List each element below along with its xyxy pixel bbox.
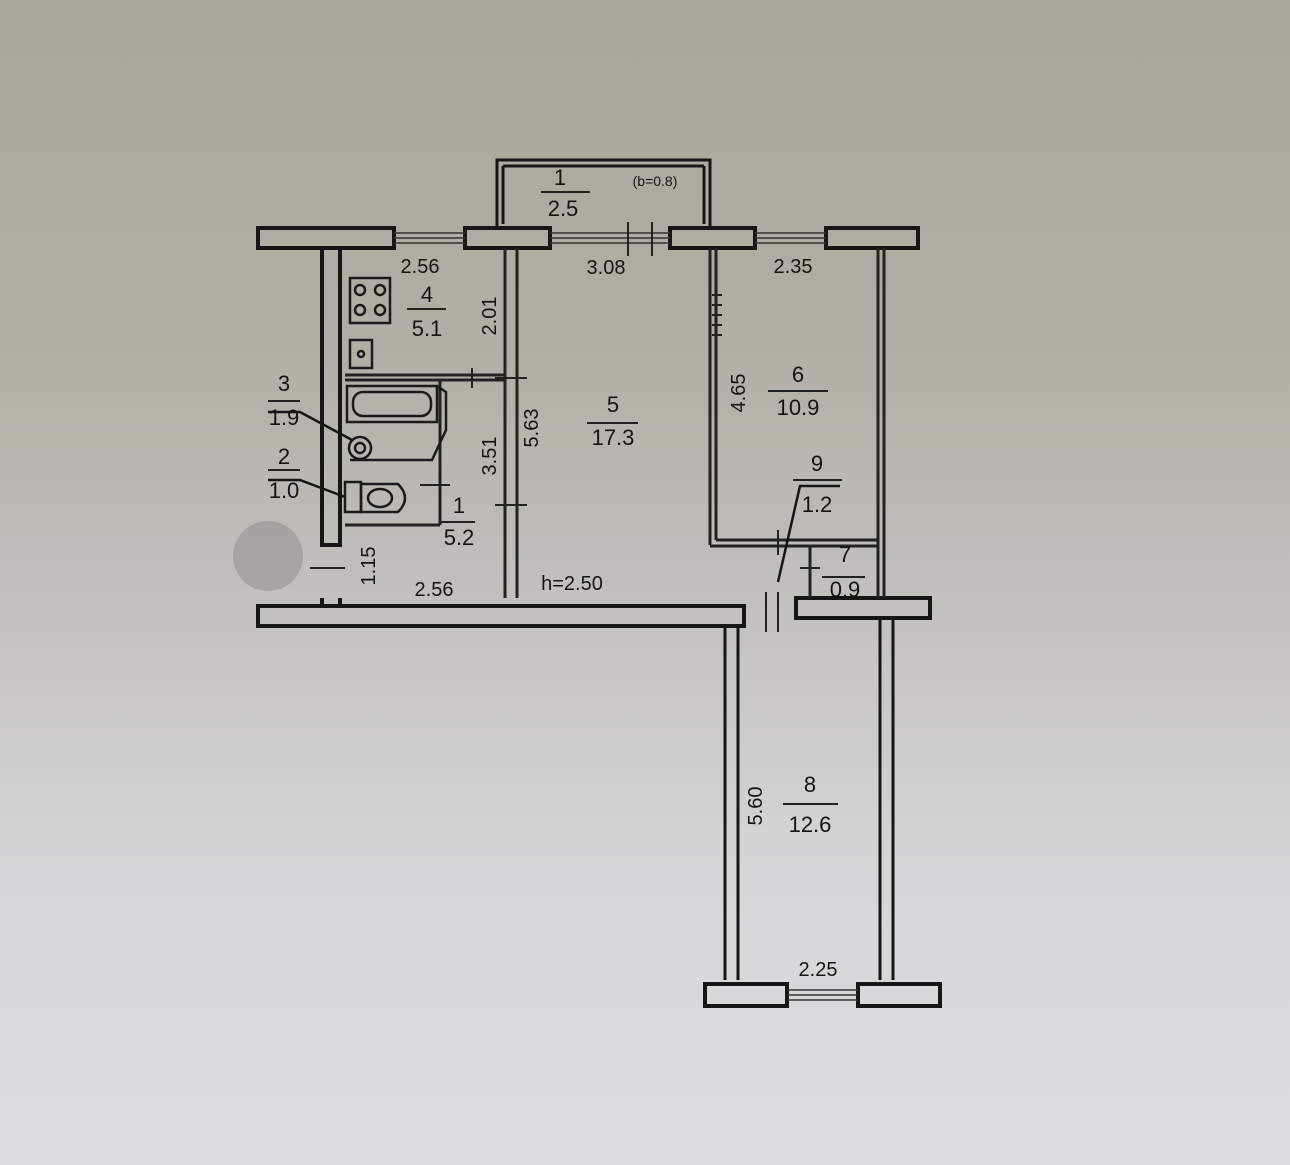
bottom-exterior-wall xyxy=(256,592,932,632)
balcony-area: 2.5 xyxy=(548,196,579,221)
room-7-area: 0.9 xyxy=(830,577,861,602)
room-9-leader xyxy=(776,484,840,583)
dim-bedroom8-width: 2.25 xyxy=(799,959,838,981)
bathtub-icon xyxy=(345,384,448,462)
entry-marker xyxy=(233,521,303,591)
interior-partitions xyxy=(345,248,886,598)
dim-hall-width: 2.56 xyxy=(415,579,454,601)
room-5-area: 17.3 xyxy=(592,425,635,450)
washbasin-icon xyxy=(347,435,373,461)
dim-bedroom6-depth: 4.65 xyxy=(728,374,750,413)
dim-kitchen-depth: 2.01 xyxy=(479,297,501,336)
dim-living-depth: 5.63 xyxy=(521,409,543,448)
room-2-number: 2 xyxy=(278,444,290,469)
dim-entry-depth: 1.15 xyxy=(358,547,380,586)
room-1-number: 1 xyxy=(453,493,465,518)
room-8-area: 12.6 xyxy=(789,812,832,837)
balcony-number: 1 xyxy=(554,165,566,190)
room-5-number: 5 xyxy=(607,392,619,417)
room-4-number: 4 xyxy=(421,282,433,307)
room-7-number: 7 xyxy=(839,542,851,567)
room-9-number: 9 xyxy=(811,451,823,476)
room-9-area: 1.2 xyxy=(802,492,833,517)
room-2-leader xyxy=(268,478,346,499)
dim-bedroom6-width: 2.35 xyxy=(774,256,813,278)
room-3-leader xyxy=(268,410,353,442)
dim-hall-depth: 3.51 xyxy=(479,437,501,476)
dim-kitchen-width: 2.56 xyxy=(401,256,440,278)
room-6-number: 6 xyxy=(792,362,804,387)
room-3-number: 3 xyxy=(278,371,290,396)
bedroom-8-walls xyxy=(703,618,942,1008)
room-4-area: 5.1 xyxy=(412,316,443,341)
top-windows xyxy=(394,222,826,256)
balcony-note: (b=0.8) xyxy=(633,173,678,189)
room-2-area: 1.0 xyxy=(269,478,300,503)
dim-living-width: 3.08 xyxy=(587,257,626,279)
sink-icon xyxy=(348,338,374,370)
dim-bedroom8-depth: 5.60 xyxy=(745,787,767,826)
room-6-area: 10.9 xyxy=(777,395,820,420)
balcony xyxy=(495,158,712,230)
dim-ceiling-height: h=2.50 xyxy=(541,573,603,595)
stove-icon xyxy=(348,276,392,325)
toilet-icon xyxy=(343,480,407,514)
room-8-number: 8 xyxy=(804,772,816,797)
room-1-area: 5.2 xyxy=(444,525,475,550)
room-3-area: 1.9 xyxy=(269,405,300,430)
